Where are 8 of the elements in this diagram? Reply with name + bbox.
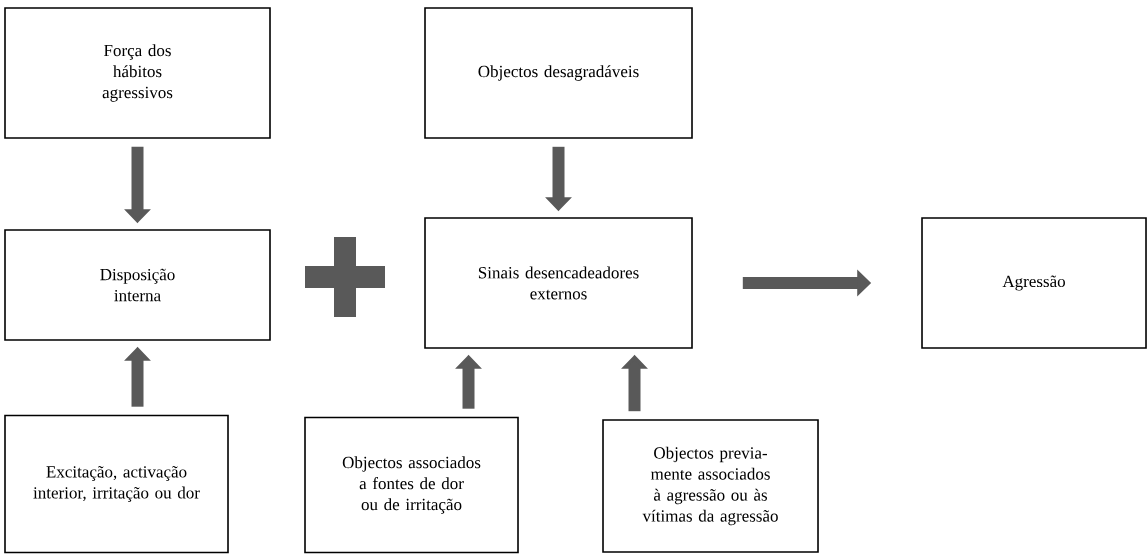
text-box: Força dos hábitos agressivos — [4, 7, 271, 139]
text-box: Excitação, activação interior, irritação ou dor — [4, 414, 229, 554]
text-box: Objectos associados a fontes de dor ou de irritação — [304, 416, 519, 554]
text-box: Sinais desencadeadores externos — [424, 217, 693, 349]
text-box: Agressão — [921, 217, 1147, 349]
text-box: Objectos previa- mente associados à agressão ou às vítimas da agressão — [602, 419, 819, 553]
text-box: Disposição interna — [4, 229, 271, 341]
text-box: Objectos desagradáveis — [424, 7, 693, 139]
